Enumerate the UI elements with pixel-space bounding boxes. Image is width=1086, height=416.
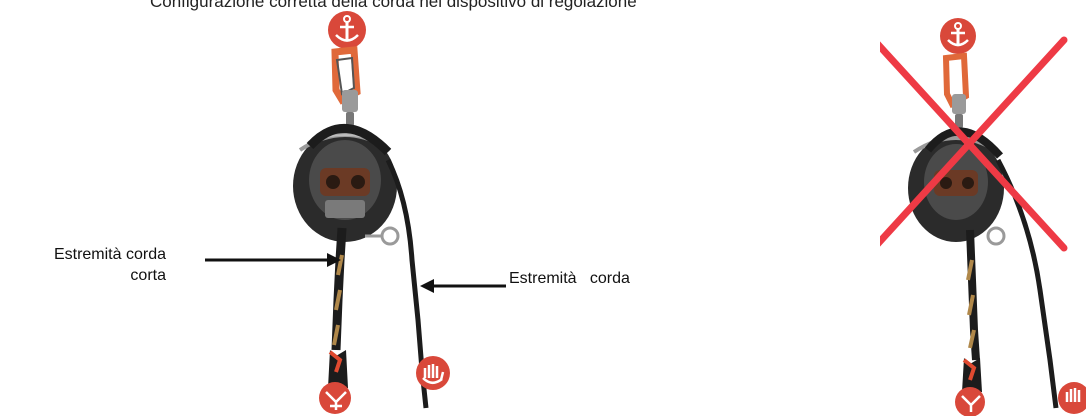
anchor-icon — [940, 18, 976, 54]
climber-icon — [955, 387, 985, 416]
arrow-short-end — [203, 250, 343, 270]
short-rope-end — [962, 230, 982, 392]
descender-body — [293, 128, 398, 244]
arrow-long-end — [418, 276, 508, 296]
hand-icon — [1058, 382, 1086, 414]
label-short-line2: corta — [36, 265, 166, 286]
label-short-rope-end: Estremità corda corta — [36, 244, 166, 286]
top-carabiner — [335, 50, 358, 126]
device-correct — [270, 0, 490, 416]
climber-icon — [319, 382, 351, 414]
device-incorrect — [880, 0, 1086, 416]
long-rope-end — [998, 160, 1056, 408]
descender-body — [908, 131, 1004, 244]
label-long-rope-end: Estremità corda — [509, 268, 630, 289]
label-short-line1: Estremità corda — [36, 244, 166, 265]
anchor-icon — [328, 11, 366, 49]
hand-icon — [416, 356, 450, 390]
